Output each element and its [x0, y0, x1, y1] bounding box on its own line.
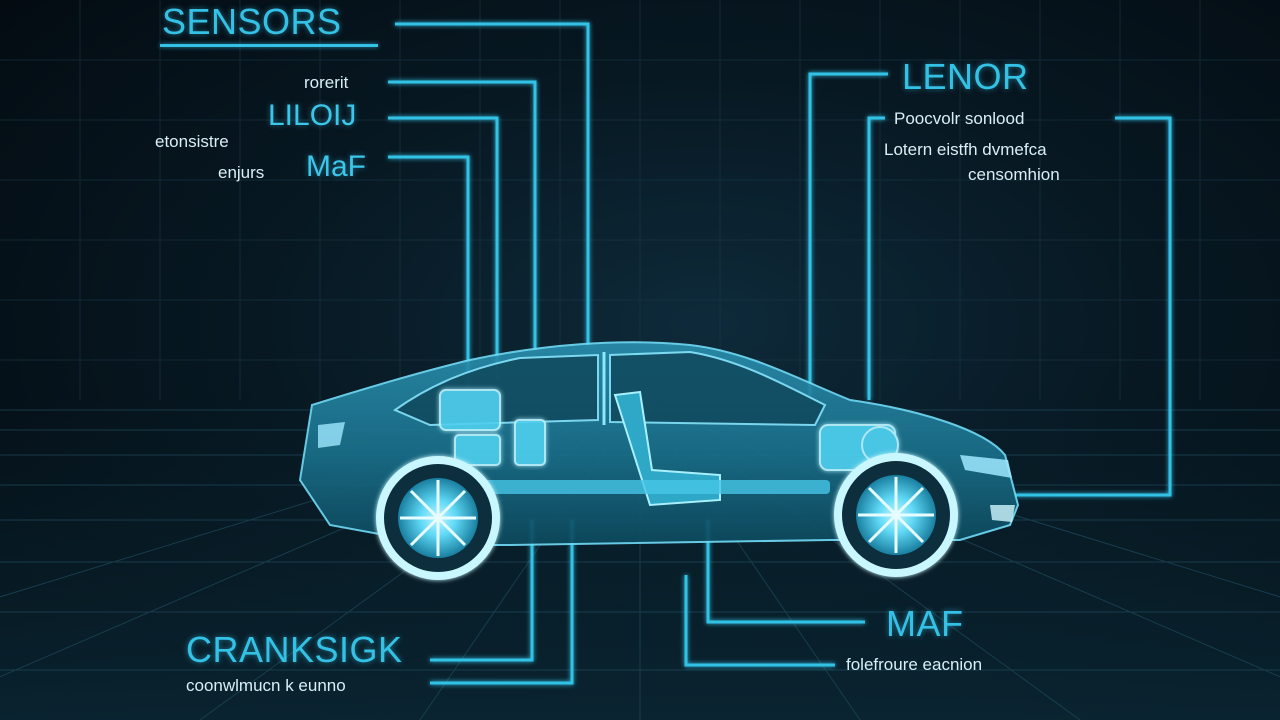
- bottom-right-subtitle: folefroure eacnion: [846, 655, 983, 674]
- sensors-title: SENSORS: [162, 1, 342, 42]
- front-wheel: [834, 453, 958, 577]
- top-left-line-3: etonsistre: [155, 132, 229, 151]
- top-left-line-4-small: enjurs: [218, 163, 265, 182]
- top-left-line-1: rorerit: [304, 73, 349, 92]
- background-grid: [0, 0, 1280, 400]
- sensors-underline: [160, 44, 378, 47]
- top-left-line-2: LILOIJ: [268, 99, 357, 132]
- top-right-line-1: Poocvolr sonlood: [894, 109, 1025, 128]
- rear-wheel: [376, 456, 500, 580]
- bottom-left-subtitle: coonwlmucn k eunno: [186, 676, 346, 695]
- maf-title: MAF: [886, 603, 964, 644]
- seat: [613, 390, 721, 507]
- leader-lines: [388, 22, 1172, 685]
- top-right-line-2: Lotern eistfh dvmefca: [884, 140, 1047, 159]
- top-left-line-4-big: MaF: [306, 150, 366, 183]
- top-right-line-3: censomhion: [968, 165, 1060, 184]
- cranksigk-title: CRANKSIGK: [186, 629, 403, 670]
- lenor-title: LENOR: [902, 56, 1029, 97]
- front-window: [609, 350, 827, 427]
